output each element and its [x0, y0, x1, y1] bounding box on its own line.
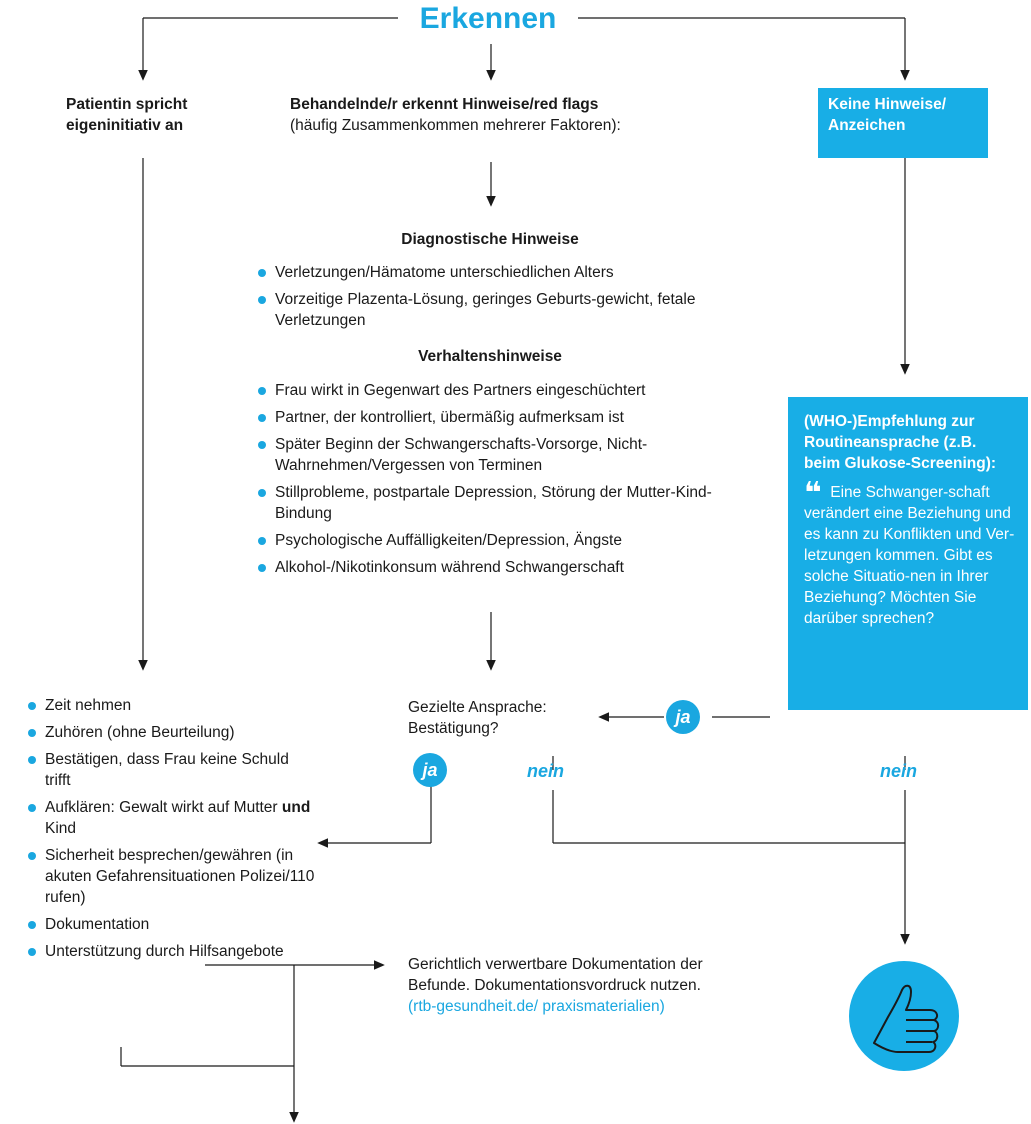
list-item: Vorzeitige Plazenta-Lösung, geringes Geb… — [258, 289, 698, 331]
targeted-question: Gezielte Ansprache: Bestätigung? — [408, 699, 547, 737]
diagnostic-heading: Diagnostische Hinweise — [401, 231, 579, 248]
no-signs-label: Keine Hinweise/ Anzeichen — [828, 96, 947, 134]
documentation-text: Gerichtlich verwertbare Dokumentation de… — [408, 956, 703, 994]
self-initiated-heading: Patientin spricht eigeninitiativ an — [66, 96, 188, 134]
ja-badge-right: ja — [666, 700, 700, 734]
list-item: Bestätigen, dass Frau keine Schuld triff… — [28, 749, 318, 791]
nein-label-right: nein — [880, 761, 918, 781]
red-flags-title: Behandelnde/r erkennt Hinweise/red flags — [290, 96, 599, 113]
documentation-link[interactable]: (rtb-gesundheit.de/ praxismaterialien) — [408, 998, 665, 1015]
who-quote: ❝ Eine Schwanger-schaft verändert eine B… — [804, 479, 1016, 629]
list-item: Verletzungen/Hämatome unterschiedlichen … — [258, 262, 698, 283]
red-flags-heading: Behandelnde/r erkennt Hinweise/red flags… — [290, 94, 690, 136]
list-item: Sicherheit besprechen/gewähren (in akute… — [28, 845, 318, 908]
who-heading: (WHO-)Empfehlung zur Routineansprache (z… — [804, 413, 997, 472]
title: Erkennen — [419, 2, 557, 35]
nein-label-mid: nein — [527, 761, 565, 781]
list-item: Später Beginn der Schwangerschafts-Vorso… — [258, 434, 718, 476]
list-item: Alkohol-/Nikotinkonsum während Schwanger… — [258, 557, 718, 578]
no-signs-box: Keine Hinweise/ Anzeichen — [818, 88, 988, 158]
list-item: Unterstützung durch Hilfsangebote — [28, 941, 318, 962]
list-item: Frau wirkt in Gegenwart des Partners ein… — [258, 380, 718, 401]
who-recommendation-box: (WHO-)Empfehlung zur Routineansprache (z… — [788, 397, 1028, 710]
quote-icon: ❝ — [804, 477, 822, 510]
list-item: Zeit nehmen — [28, 695, 318, 716]
behavior-heading: Verhaltenshinweise — [418, 348, 562, 365]
list-item: Dokumentation — [28, 914, 318, 935]
thumbs-up-icon — [849, 961, 959, 1071]
list-item: Partner, der kontrolliert, übermäßig auf… — [258, 407, 718, 428]
list-item: Aufklären: Gewalt wirkt auf Mutter und K… — [28, 797, 318, 839]
who-quote-text: Eine Schwanger-schaft verändert eine Bez… — [804, 484, 1015, 627]
diagnostic-list: Verletzungen/Hämatome unterschiedlichen … — [258, 262, 698, 337]
list-item: Stillprobleme, postpartale Depression, S… — [258, 482, 718, 524]
list-item: Zuhören (ohne Beurteilung) — [28, 722, 318, 743]
documentation-info: Gerichtlich verwertbare Dokumentation de… — [408, 954, 708, 1017]
behavior-list: Frau wirkt in Gegenwart des Partners ein… — [258, 380, 718, 584]
ja-badge-left: ja — [413, 753, 447, 787]
list-item: Psychologische Auffälligkeiten/Depressio… — [258, 530, 718, 551]
red-flags-subtitle: (häufig Zusammenkommen mehrerer Faktoren… — [290, 117, 621, 134]
